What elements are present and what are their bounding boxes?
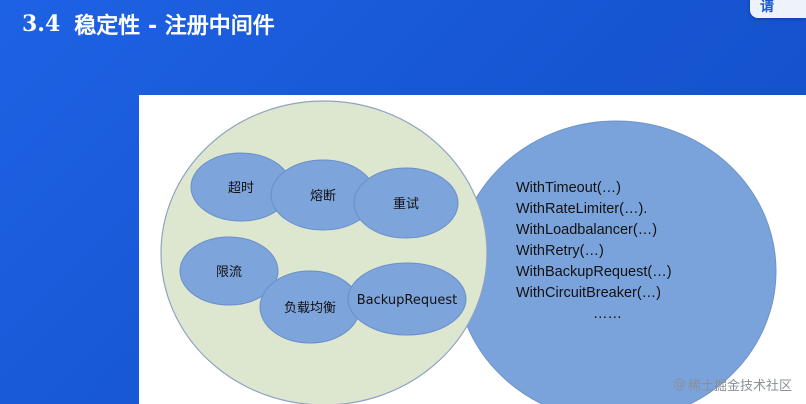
option-line-loadbalancer: WithLoadbalancer(…) [516,222,657,238]
watermark-text: 稀土掘金技术社区 [687,379,792,394]
option-line-retry: WithRetry(…) [516,243,604,259]
option-line-timeout: WithTimeout(…) [516,180,621,196]
oval-timeout: 超时 [190,152,292,222]
watermark: @ 稀土掘金技术社区 [673,375,792,394]
corner-chip-label: 请 [760,0,774,14]
oval-load-balance: 负载均衡 [259,270,361,344]
middleware-venn-diagram: 超时 熔断 重试 限流 负载均衡 BackupRequest WithTimeo… [160,100,777,404]
oval-label-timeout: 超时 [228,181,254,196]
watermark-at-icon: @ [672,377,686,392]
options-circle [455,120,777,404]
oval-label-circuit-breaker: 熔断 [310,189,336,204]
oval-retry: 重试 [353,167,459,239]
oval-backup-request: BackupRequest [347,262,467,336]
oval-label-retry: 重试 [393,196,419,212]
option-line-backup-request: WithBackupRequest(…) [516,264,672,280]
option-line-circuit-breaker: WithCircuitBreaker(…) [516,285,661,301]
option-line-rate-limiter: WithRateLimiter(…). [516,201,647,217]
option-line-ellipsis: …… [593,306,622,322]
corner-chip[interactable]: 请 [750,0,806,18]
options-list: WithTimeout(…) WithRateLimiter(…). WithL… [516,180,672,322]
oval-rate-limit: 限流 [179,236,279,306]
section-title: 稳定性 - 注册中间件 [74,14,275,39]
slide-title: 3.4 稳定性 - 注册中间件 [22,6,275,42]
diagram-panel: 超时 熔断 重试 限流 负载均衡 BackupRequest WithTimeo… [139,95,806,404]
oval-label-rate-limit: 限流 [216,265,242,280]
oval-label-backup-request: BackupRequest [357,293,457,308]
section-number: 3.4 [22,11,61,37]
oval-label-load-balance: 负载均衡 [284,301,336,316]
